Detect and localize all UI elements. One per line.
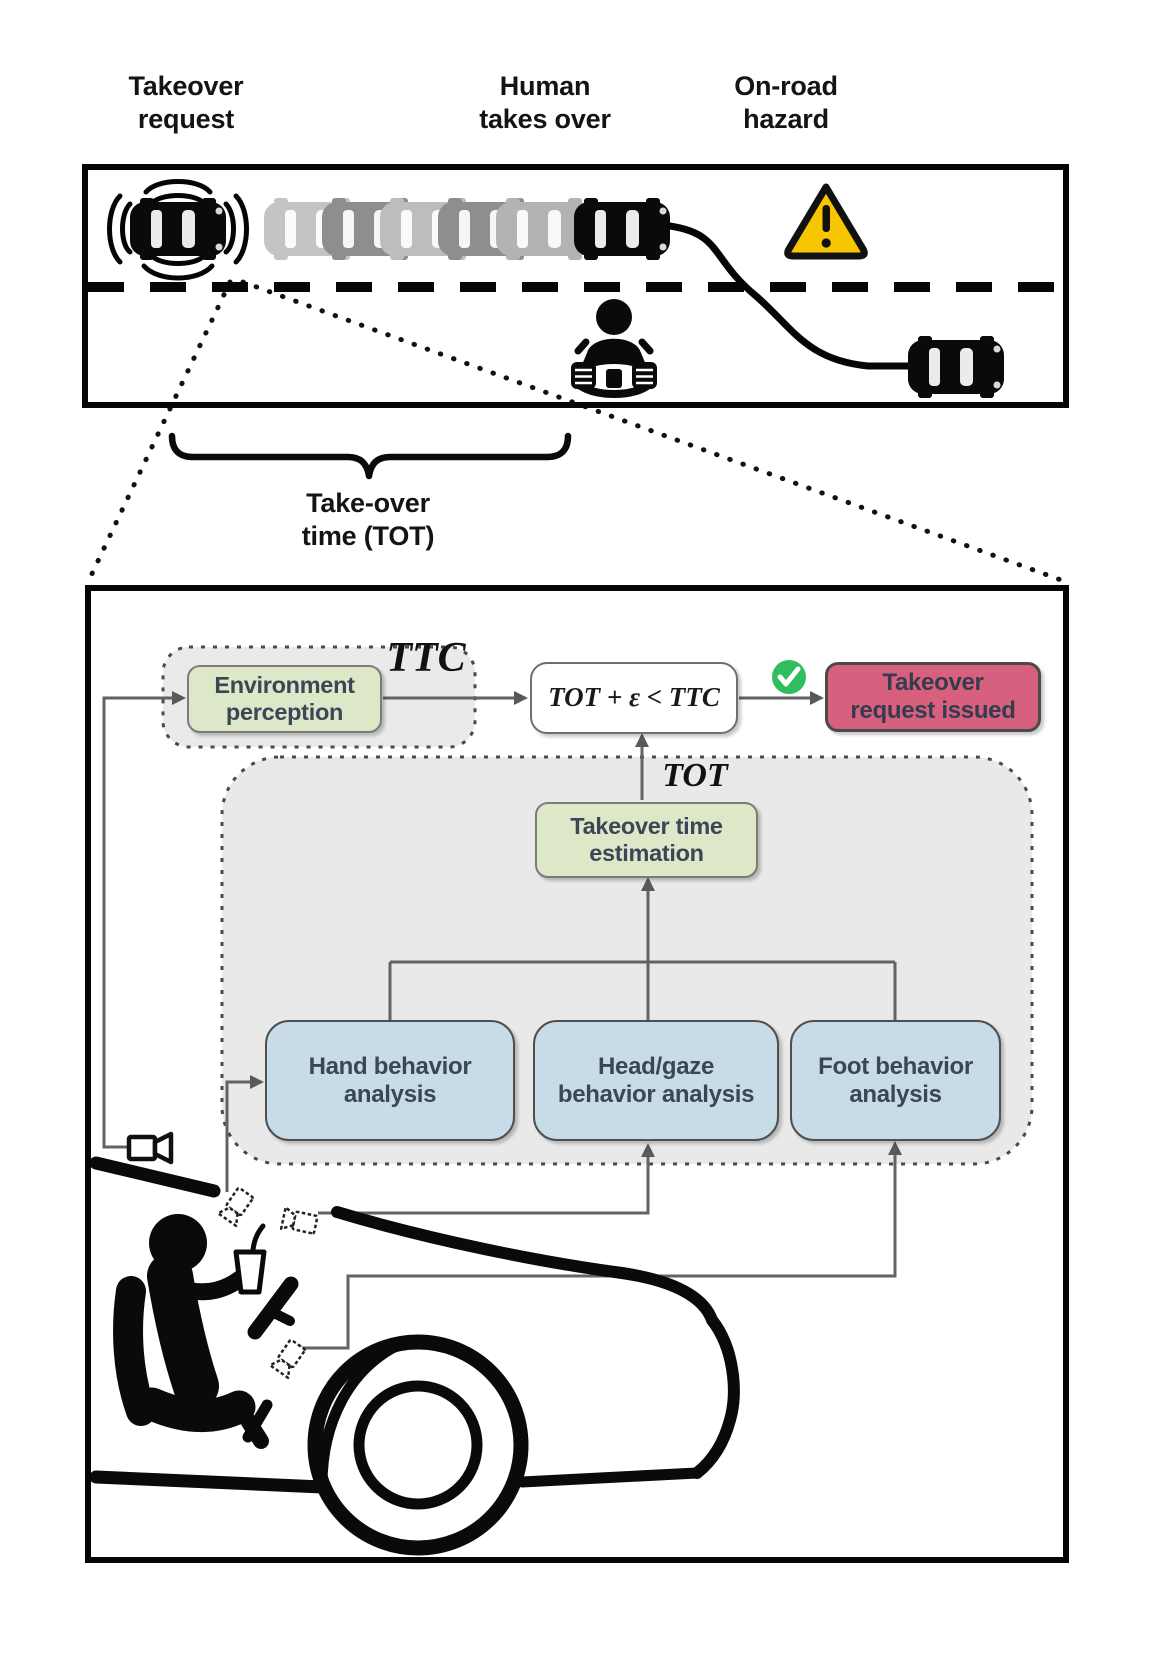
hand-behavior-label: Hand behavior analysis (308, 1052, 472, 1108)
head-gaze-behavior-label: Head/gaze behavior analysis (557, 1052, 755, 1108)
driver-steering-icon (571, 299, 657, 398)
wheel-outer (307, 1334, 529, 1556)
head-camera-icon (279, 1206, 320, 1237)
warning-triangle-icon (784, 183, 868, 260)
lane-change-path (666, 222, 912, 370)
tot-brace (168, 432, 572, 480)
ghost-trail (264, 198, 592, 260)
car-sill-left (89, 1470, 329, 1494)
takeover-request-issued-box: Takeover request issued (825, 662, 1041, 732)
car-side-illustration (89, 1156, 740, 1556)
car-hood-line (331, 1206, 740, 1479)
handover-car-icon (574, 198, 670, 260)
cup-icon (233, 1223, 267, 1295)
environment-perception-label: Environment perception (214, 671, 355, 725)
condition-formula: TOT + ε < TTC (548, 682, 720, 713)
ttc-symbol: TTC (386, 635, 466, 681)
top-panel-border (82, 164, 1069, 408)
check-circle-icon (772, 660, 806, 694)
arrowheads (172, 691, 902, 1157)
wheel-inner (353, 1380, 483, 1510)
foot-behavior-box: Foot behavior analysis (790, 1020, 1001, 1141)
radar-waves-icon (107, 179, 249, 281)
label-onroad-hazard: On-road hazard (734, 71, 838, 134)
takeover-request-issued-label: Takeover request issued (850, 669, 1016, 724)
av-car-icon (130, 198, 226, 260)
driver-silhouette-icon (113, 1214, 299, 1449)
car-roof-line (89, 1156, 221, 1198)
environment-perception-box: Environment perception (187, 665, 382, 733)
label-takeover-request: Takeover request (128, 71, 244, 134)
zoom-cone (86, 279, 1064, 583)
label-takeover-time: Take-over time (TOT) (301, 488, 435, 551)
foot-camera-icon (268, 1336, 309, 1380)
takeover-time-estimation-label: Takeover time estimation (570, 812, 723, 866)
hand-behavior-box: Hand behavior analysis (265, 1020, 515, 1141)
condition-box: TOT + ε < TTC (530, 662, 738, 734)
connectors (102, 696, 897, 1350)
foot-behavior-label: Foot behavior analysis (818, 1052, 973, 1108)
road-scene (88, 179, 1064, 398)
tot-symbol: TOT (662, 757, 728, 794)
bottom-panel-border (85, 585, 1069, 1563)
hazard-avoiding-car-icon (908, 336, 1004, 398)
hand-camera-icon (216, 1184, 257, 1228)
pedal (242, 1399, 273, 1443)
seat-back (113, 1276, 156, 1426)
driver-thigh (135, 1387, 256, 1433)
steering-stub (265, 1306, 295, 1326)
label-human-takes-over: Human takes over (479, 71, 611, 134)
takeover-time-estimation-box: Takeover time estimation (535, 802, 758, 878)
car-sill-right (516, 1467, 703, 1488)
env-camera-icon (126, 1131, 174, 1165)
head-gaze-behavior-box: Head/gaze behavior analysis (533, 1020, 779, 1141)
